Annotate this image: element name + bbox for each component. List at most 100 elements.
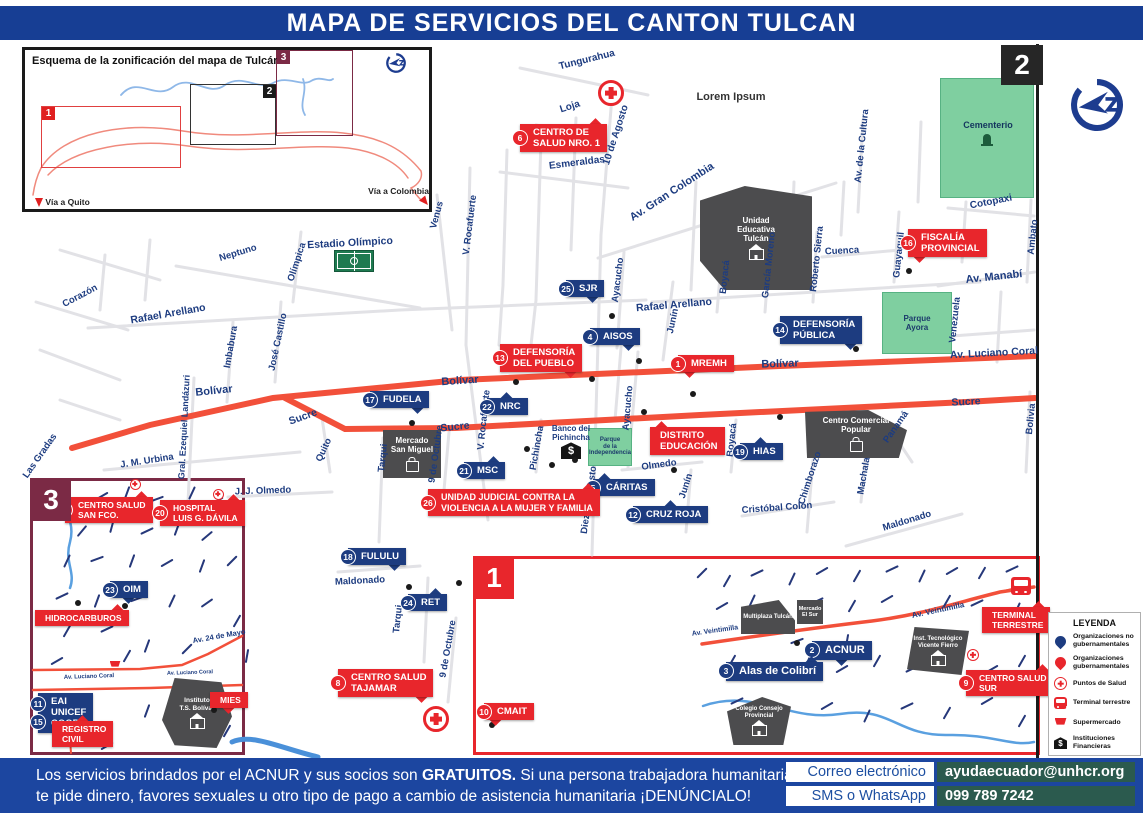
marker-number: 26: [420, 494, 436, 511]
location-dot: [489, 722, 495, 728]
bank-icon: $: [561, 442, 581, 460]
legend-item: $Instituciones Financieras: [1053, 735, 1136, 751]
zone-badge-1: 1: [474, 557, 514, 599]
street-label: Pichincha: [527, 424, 547, 472]
organization-logo-small: [385, 52, 407, 74]
marker-number: 16: [900, 235, 916, 252]
bag-icon: [405, 461, 419, 473]
marker-number: 1: [670, 355, 686, 372]
contact-block: Correo electrónico ayudaecuador@unhcr.or…: [786, 762, 1135, 806]
bus-terminal-icon: [1011, 577, 1031, 595]
street-label: Ayacucho: [609, 256, 627, 304]
street-label: Ayacucho: [620, 385, 636, 431]
legend-item: Puntos de Salud: [1053, 677, 1136, 691]
page-title: MAPA DE SERVICIOS DEL CANTON TULCAN: [286, 8, 857, 37]
via-colombia-arrow-icon: [419, 195, 431, 208]
location-dot: [589, 376, 595, 382]
marker-number: 24: [400, 594, 416, 611]
health-cross-icon: [967, 649, 979, 661]
overview-zone1-rect: [41, 106, 181, 168]
location-dot: [853, 346, 859, 352]
marker-number: 25: [558, 280, 574, 297]
monument-icon: [981, 134, 993, 146]
map-right-border: [1036, 44, 1039, 758]
street-label: José Castillo: [266, 312, 290, 372]
marker-number: 20: [152, 505, 168, 522]
marker-caritas: 5CÁRITAS: [585, 473, 655, 497]
street-label: Neptuno: [217, 242, 259, 264]
health-cross-icon: [423, 706, 449, 732]
zone-badge-3: 3: [31, 479, 71, 521]
marker-number: 14: [772, 322, 788, 339]
organization-logo: [1068, 76, 1126, 134]
footer-message: Los servicios brindados por el ACNUR y s…: [36, 767, 793, 805]
street-label: Sucre: [287, 406, 319, 428]
marker-number: 13: [492, 350, 508, 367]
street-label: Bolívar: [440, 373, 480, 389]
health-cross-icon: [598, 80, 624, 106]
street-label: Corazón: [60, 282, 100, 310]
street-label: Estadio Olímpico: [306, 234, 394, 252]
street-label: Cementerio: [963, 120, 1013, 130]
email-value: ayudaecuador@unhcr.org: [937, 762, 1135, 782]
marker-number: 22: [479, 398, 495, 415]
overview-zone2-badge: 2: [263, 85, 276, 98]
street-label: J. J. Olmedo: [234, 484, 292, 498]
street-label: Chimborazo: [796, 450, 824, 506]
street-label: Gral. Ezequiel Landázuri: [176, 374, 192, 480]
marker-number: 8: [330, 675, 346, 692]
location-dot: [794, 640, 800, 646]
school-icon: [748, 249, 764, 261]
marker-number: 18: [340, 548, 356, 565]
zone-badge-2: 2: [1001, 45, 1043, 85]
street-label: V. Rocafuerte: [460, 194, 480, 256]
location-dot: [211, 707, 217, 713]
street-label: Loja: [558, 98, 582, 116]
legend-title: LEYENDA: [1072, 618, 1116, 628]
location-dot: [641, 409, 647, 415]
street-label: Machala: [855, 456, 873, 496]
legend-item-label: Organizaciones gubernamentales: [1073, 654, 1130, 670]
street-label: Junín: [676, 472, 696, 500]
school-icon: [930, 655, 946, 667]
location-dot: [524, 446, 530, 452]
legend-item: Organizaciones no gubernamentales: [1052, 633, 1136, 649]
marker-number: 9: [958, 675, 974, 692]
legend-item-label: Terminal terrestre: [1073, 699, 1131, 707]
via-quito-label: Vía a Quito: [35, 197, 90, 208]
contact-row-email: Correo electrónico ayudaecuador@unhcr.or…: [786, 762, 1135, 782]
location-dot: [122, 603, 128, 609]
whatsapp-label: SMS o WhatsApp: [786, 786, 934, 806]
location-dot: [636, 358, 642, 364]
legend-item: Terminal terrestre: [1053, 696, 1136, 710]
marker-number: 12: [625, 506, 641, 523]
legend-item-label: Supermercado: [1073, 718, 1121, 726]
street-label: Av. Luciano Coral: [949, 344, 1039, 362]
marker-number: 11: [30, 695, 46, 712]
marker-number: 10: [476, 703, 492, 720]
legend-item-label: Organizaciones no gubernamentales: [1073, 633, 1134, 649]
street-label: Esmeraldas: [548, 154, 606, 172]
street-label: Bolívar: [194, 383, 234, 399]
overview-zone1-badge: 1: [42, 107, 55, 120]
legend-item: Supermercado: [1053, 716, 1136, 730]
street-label: Cuenca: [824, 244, 860, 258]
street-label: Quito: [313, 436, 335, 464]
